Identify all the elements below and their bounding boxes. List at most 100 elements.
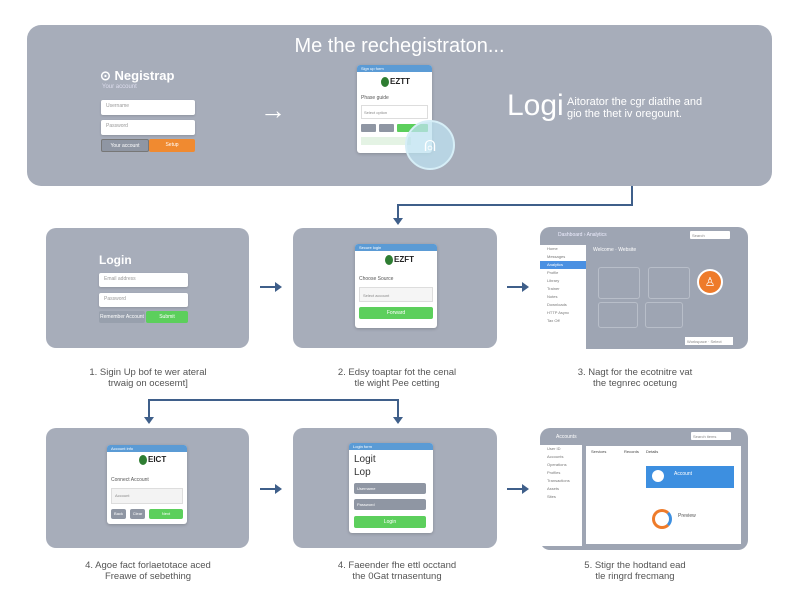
ezft-logo: EZFT (385, 255, 414, 265)
sidebar-item[interactable]: Messages (547, 254, 566, 259)
window-titlebar: Sign up form (357, 65, 432, 72)
app-name: Accounts (556, 434, 577, 440)
sidebar-item[interactable]: Transactions (547, 478, 570, 483)
setup-button[interactable]: Setup (149, 139, 195, 152)
arrow-right-icon (507, 282, 529, 292)
username-input[interactable]: Username (354, 483, 426, 494)
password-input[interactable]: Password (101, 120, 195, 135)
window-titlebar: Secure login (355, 244, 437, 251)
next-button[interactable]: Next (149, 509, 183, 519)
account-card[interactable]: Account (646, 466, 734, 488)
breadcrumb: Dashboard › Analytics (558, 232, 607, 238)
sidebar: User ID Accounts Operations Profiles Tra… (540, 445, 582, 546)
connector-arrow (393, 204, 403, 225)
caption-line: 4. Agoe fact forlaetotace aced (85, 560, 211, 571)
sidebar-item[interactable]: Tax Off (547, 318, 560, 323)
progress-strip (361, 137, 411, 145)
connector-line (631, 186, 633, 206)
preview-title: Preview (678, 513, 696, 519)
sidebar-item[interactable]: Trainer (547, 286, 560, 291)
connector-arrow (393, 399, 403, 424)
signup-window: Sign up form EZTT Phase guide Select opt… (357, 65, 432, 153)
sidebar-item[interactable]: Operations (547, 462, 567, 467)
sidebar-item[interactable]: Library (547, 278, 560, 283)
back-button[interactable]: Back (111, 509, 126, 519)
login-word: Logi (507, 89, 564, 122)
login-subheading: Lop (354, 467, 371, 478)
submit-button[interactable]: Submit (146, 311, 188, 323)
account-button[interactable]: Your account (101, 139, 149, 152)
step-1-panel: Login Email address Password Remember Ac… (46, 228, 249, 348)
back-button[interactable] (361, 124, 376, 132)
forward-button[interactable]: Forward (359, 307, 433, 319)
search-input[interactable]: Search (690, 231, 730, 239)
widget-card[interactable] (598, 302, 638, 328)
sidebar-item[interactable]: Sites (547, 494, 556, 499)
logo-text: EZFT (394, 255, 414, 265)
email-input[interactable]: Email address (99, 273, 188, 287)
login-form-window: Login form Logit Lop Username Password L… (349, 443, 433, 533)
description-line: gio the thet iv oregount. (567, 108, 682, 120)
search-input[interactable]: Search items (691, 432, 731, 440)
account-select[interactable]: Account (111, 488, 183, 504)
sidebar-item[interactable]: Profiles (547, 470, 561, 475)
user-avatar-icon[interactable]: ♙ (697, 269, 723, 295)
widget-card[interactable] (598, 267, 640, 299)
arrow-right-icon (260, 282, 282, 292)
account-icon (652, 470, 664, 482)
sidebar-item[interactable]: Accounts (547, 454, 564, 459)
content-area: Services Records Details Account Preview (586, 446, 741, 544)
sidebar-item-active[interactable]: Analytics (540, 261, 586, 269)
sidebar-item[interactable]: Profile (547, 270, 559, 275)
connector-arrow (144, 399, 154, 424)
login-button[interactable]: Login (354, 516, 426, 528)
source-label: Choose Source (359, 276, 394, 282)
connector-line (148, 399, 399, 401)
widget-card[interactable] (645, 302, 683, 328)
connector-line (397, 204, 633, 206)
arrow-right-icon (507, 484, 529, 494)
sidebar-item[interactable]: Assets (547, 486, 560, 491)
clear-button[interactable] (379, 124, 394, 132)
remember-link[interactable]: Remember Account (99, 311, 145, 323)
clear-button[interactable]: Clear (130, 509, 145, 519)
caption-line: trwaig on ocesemt] (108, 378, 188, 389)
caption-line: 5. Stigr the hodtand ead (584, 560, 686, 571)
password-input[interactable]: Password (354, 499, 426, 510)
caption-line: 1. Sigin Up bof te wer ateral (89, 367, 207, 378)
password-input[interactable]: Password (99, 293, 188, 307)
logo-text: EZTT (390, 77, 410, 87)
caption-line: tle ringrd frecmang (595, 571, 675, 582)
option-select[interactable]: Select option (361, 105, 428, 119)
caption-line: 3. Nagt for the ecotnitre vat (577, 367, 693, 378)
arrow-right-icon (260, 484, 282, 494)
registration-overview-panel: Me the rechegistraton... ⊙ Negistrap You… (27, 25, 772, 186)
caption-line: tle wight Pee cetting (354, 378, 440, 389)
account-select[interactable]: Select account (359, 287, 433, 302)
connect-label: Connect Account (111, 477, 149, 483)
window-titlebar: Account info (107, 445, 187, 452)
caption-line: 2. Edsy toaptar fot the cenal (337, 367, 457, 378)
sidebar-item[interactable]: User ID (547, 446, 561, 451)
sidebar-item[interactable]: Home (547, 246, 558, 251)
account-info-window: Account info EICT Connect Account Accoun… (107, 445, 187, 524)
overview-title: Me the rechegistraton... (294, 35, 505, 57)
logo-text: EICT (148, 455, 167, 465)
sidebar-item[interactable]: Notes (547, 294, 558, 299)
sidebar-item[interactable]: Downloads (547, 302, 567, 307)
sidebar: Home Messages Analytics Profile Library … (540, 245, 586, 349)
username-input[interactable]: Username (101, 100, 195, 115)
arrow-right-icon: → (260, 95, 286, 125)
step-4-panel: Account info EICT Connect Account Accoun… (46, 428, 249, 548)
column-header: Records (624, 449, 639, 454)
caption-line: 4. Faeender fhe ettl occtand (337, 560, 457, 571)
workspace-select[interactable]: Workspace · Select (685, 337, 733, 345)
sidebar-item[interactable]: HTTP Async (547, 310, 570, 315)
step-6-panel: Accounts Search items User ID Accounts O… (540, 428, 748, 550)
caption-line: the tegnrec ocetung (593, 378, 677, 389)
widget-card[interactable] (648, 267, 690, 299)
